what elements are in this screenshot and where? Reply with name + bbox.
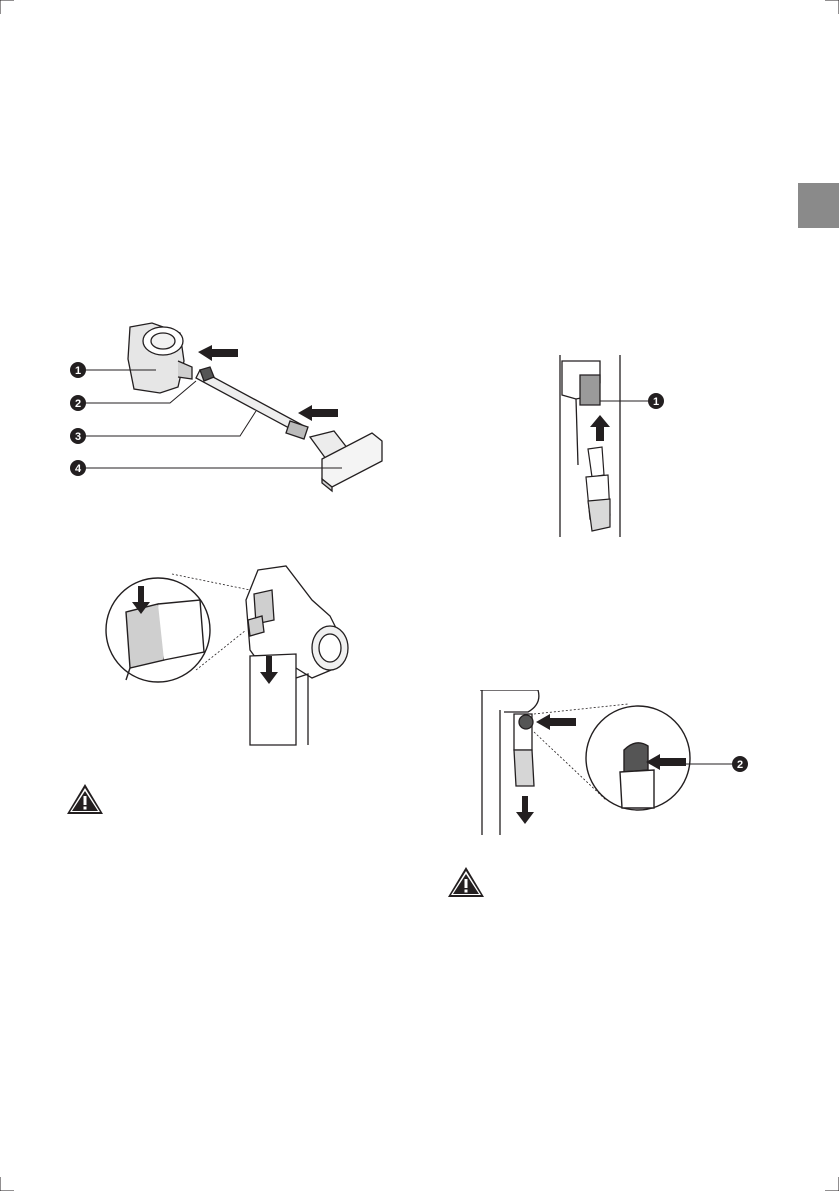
callout-4: 4 [70, 460, 86, 476]
crop-mark-bottom-right [825, 1177, 839, 1191]
svg-text:2: 2 [75, 398, 81, 410]
warning-triangle-icon [66, 783, 104, 815]
vacuum-body [246, 566, 348, 745]
zoom-detail [106, 578, 210, 682]
warning-triangle-icon [447, 866, 485, 898]
callout-2: 2 [732, 756, 748, 772]
floor-nozzle [310, 431, 382, 491]
crop-mark-top-right [825, 0, 839, 14]
svg-text:2: 2 [737, 759, 743, 771]
callout-1: 1 [648, 393, 664, 409]
svg-text:4: 4 [75, 463, 82, 475]
callout-1: 1 [70, 362, 86, 378]
callout-2: 2 [70, 395, 86, 411]
svg-text:1: 1 [653, 396, 659, 408]
svg-text:3: 3 [75, 431, 81, 443]
arrow-icon [590, 415, 610, 441]
crop-mark-bottom-left [0, 1177, 14, 1191]
crop-mark-top-left [0, 0, 14, 14]
section-tab [798, 183, 839, 228]
main-body [128, 323, 192, 393]
extension-tube [196, 367, 308, 439]
tool-attach-illustration: 1 [540, 355, 680, 537]
assembly-illustration: 1 2 3 4 [60, 315, 400, 505]
battery-release-illustration [100, 560, 370, 755]
crevice-tool [586, 447, 610, 531]
tool-release-illustration: 2 [478, 690, 754, 835]
svg-text:1: 1 [75, 365, 81, 377]
callout-3: 3 [70, 428, 86, 444]
